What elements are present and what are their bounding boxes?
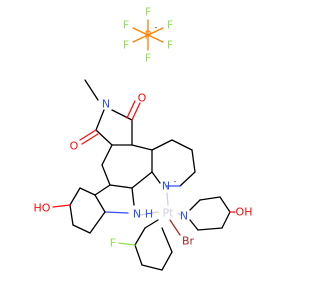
fluorine-left-top: F (123, 19, 129, 32)
imide-bond-1 (95, 109, 105, 131)
fluoropyridine-f-bond (118, 242, 136, 246)
pf-bond-left-bottom (132, 34, 149, 43)
hydroxypyridine-bond-5 (199, 196, 221, 201)
cyclohexane-bond-5 (89, 211, 106, 234)
fluorine-bottom: F (145, 52, 151, 65)
carbonyl-bond-2-double (81, 133, 99, 145)
pf-bond-right-bottom (147, 34, 164, 43)
hydroxypyridine-bond-3 (221, 211, 231, 229)
platinum-label: Pt (163, 207, 175, 220)
fluoropyridine-bond-2 (134, 227, 146, 246)
central-bond-1 (101, 144, 113, 166)
fluoropyridine-bond-6 (161, 227, 173, 253)
indole-bond-1 (94, 184, 111, 196)
right-ring-bond-3 (191, 149, 196, 173)
pt-br-bond (169, 219, 181, 236)
structure-diagram: P - F F F F F F (34, 6, 253, 271)
bromine-label: Br (182, 235, 195, 248)
fluorine-right-top: F (167, 19, 173, 32)
hydroxypyridine-bond-4 (219, 196, 231, 213)
central-bond-3 (101, 164, 111, 186)
indole-nitrogen-label: N (133, 208, 141, 221)
cyclohexane-bond-3 (69, 204, 74, 226)
imide-nitrogen-label: N (102, 98, 110, 111)
central-bond-6 (131, 171, 153, 189)
imide-bond-2 (111, 109, 133, 121)
cyclohexane-bond-2 (69, 187, 81, 206)
right-ring-bond-4 (179, 171, 196, 187)
methyl-bond (84, 79, 99, 101)
hydroxypyridine-bond-1 (189, 219, 199, 231)
pyridine-like-charge: - (174, 178, 177, 186)
carbonyl-bond-1 (131, 102, 141, 121)
right-ring-bond-1 (151, 139, 173, 151)
hydroxypyridine-bond-6 (189, 199, 201, 211)
pt-n-bond-right (177, 212, 183, 217)
hydroxyl-right-label: OH (236, 206, 253, 219)
pt-n-bond-top (166, 192, 169, 206)
molecule-canvas: P - F F F F F F (34, 6, 253, 271)
carbonyl-bond-2 (79, 129, 97, 141)
hexafluorophosphate-anion: P - F F F F F F (123, 6, 173, 65)
fluorine-right-bottom: F (167, 39, 173, 52)
right-ring-bond-2 (171, 139, 193, 151)
pt-n-bond-left (139, 211, 159, 216)
imide-bond-3 (95, 129, 113, 146)
fluoropyridine-bond-1 (144, 219, 159, 229)
pyridine-nitrogen-label: N (180, 210, 188, 223)
pf-bond-left-top (132, 27, 149, 36)
right-ring-bond-6 (151, 171, 161, 184)
hydroxyl-left-label: HO (34, 202, 51, 215)
central-bond-2 (131, 144, 153, 151)
hydroxypyridine-bond-2 (197, 227, 223, 231)
organic-framework (52, 79, 236, 271)
indole-hydrogen-label: H (145, 208, 153, 221)
atom-labels: N O O HO N H N - Pt N Br OH F (34, 92, 253, 250)
fluoropyridine-bond-3 (134, 244, 143, 266)
indole-bond-4 (131, 187, 135, 206)
fluoropyridine-bond-5 (161, 251, 173, 271)
central-bond-5 (109, 184, 133, 189)
phosphorus-charge: - (155, 24, 158, 32)
carbonyl-bond-1-double (126, 100, 136, 119)
carbonyl-oxygen-1-label: O (138, 92, 147, 105)
fluoropyridine-bond-4 (141, 264, 163, 271)
cyclohexane-bond-4 (72, 224, 91, 234)
fluorine-left-bottom: F (123, 39, 129, 52)
phosphorus-label: P (145, 29, 152, 42)
cyclohexane-bond-1 (79, 187, 96, 196)
hydroxyl-bond-left (52, 204, 71, 208)
fluorine-top: F (145, 6, 151, 19)
pyridine-like-nitrogen-label: N (162, 180, 170, 193)
fluorine-ring-label: F (110, 237, 116, 250)
indole-bond-3 (104, 211, 129, 214)
carbonyl-oxygen-2-label: O (70, 140, 79, 153)
pf-bond-right-top (147, 27, 164, 36)
indole-bond-2 (94, 194, 106, 213)
